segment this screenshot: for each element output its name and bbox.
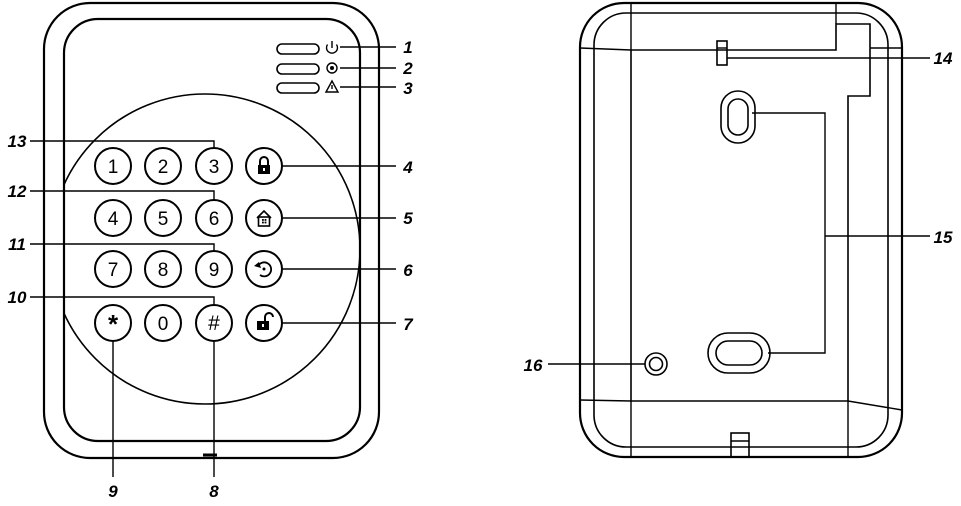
callout-5: 5 [403,209,413,228]
svg-text:#: # [208,312,220,335]
key-star[interactable]: * [94,304,132,342]
key-8[interactable]: 8 [144,250,182,288]
reload-button[interactable] [245,250,283,288]
callout-6: 6 [403,261,413,280]
key-hash[interactable]: # [195,304,233,342]
leader-13 [30,140,215,149]
callout-3: 3 [403,79,413,98]
mounting-slot-top [720,90,756,144]
warning-icon [324,79,340,93]
callout-10: 10 [8,288,27,307]
bracket-15 [752,112,826,354]
leader-10 [30,296,215,305]
key-5[interactable]: 5 [144,199,182,237]
svg-text:8: 8 [158,260,169,281]
callout-13: 13 [8,132,27,151]
mounting-plate [630,23,871,402]
back-view: 14 15 16 [524,1,953,459]
svg-text:9: 9 [209,260,220,281]
keypad-circle [64,93,360,405]
back-inner-rim [593,12,889,448]
key-4[interactable]: 4 [94,199,132,237]
svg-text:1: 1 [108,157,119,178]
reload-icon [254,261,273,278]
svg-text:4: 4 [108,209,119,230]
bottom-clip [730,432,750,458]
corner-bevel-bl [579,399,632,402]
leader-11 [30,243,215,252]
network-icon [326,62,338,74]
key-6[interactable]: 6 [195,199,233,237]
home-arm-button[interactable] [245,199,283,237]
svg-text:0: 0 [158,314,169,335]
front-view: 1 2 3 4 5 6 7 8 9 * 0 # [8,1,414,501]
key-7[interactable]: 7 [94,250,132,288]
lock-icon [258,156,270,174]
callout-16: 16 [524,356,543,375]
arm-lock-button[interactable] [245,147,283,185]
svg-text:2: 2 [158,157,169,178]
led-power [276,43,320,55]
leader-12 [30,190,215,200]
callout-2: 2 [402,59,413,78]
screw-hole [644,352,668,376]
svg-text:6: 6 [209,209,220,230]
callout-15: 15 [934,228,953,247]
callout-4: 4 [402,158,413,177]
key-0[interactable]: 0 [144,304,182,342]
svg-text:3: 3 [209,157,220,178]
key-1[interactable]: 1 [94,147,132,185]
front-outer-housing [42,1,381,460]
home-icon [256,209,272,227]
tamper-switch [716,40,728,66]
unlock-icon [257,312,274,330]
svg-text:5: 5 [158,209,169,230]
led-warning [276,82,320,94]
callout-8: 8 [209,482,219,501]
callout-7: 7 [403,315,414,334]
key-9[interactable]: 9 [195,250,233,288]
corner-bevel-tl [579,47,632,51]
disarm-unlock-button[interactable] [245,304,283,342]
led-network [276,63,320,75]
callout-9: 9 [108,482,118,501]
back-outer-housing [578,1,904,459]
corner-bevel-br [847,400,903,411]
power-icon [325,41,339,54]
callout-12: 12 [8,182,27,201]
key-3[interactable]: 3 [195,147,233,185]
svg-text:*: * [108,309,119,339]
front-inner-panel [62,17,362,443]
key-2[interactable]: 2 [144,147,182,185]
svg-text:7: 7 [108,260,119,281]
mounting-slot-bottom [707,332,771,374]
callout-14: 14 [934,49,953,68]
callout-11: 11 [8,235,26,254]
callout-1: 1 [403,38,412,57]
